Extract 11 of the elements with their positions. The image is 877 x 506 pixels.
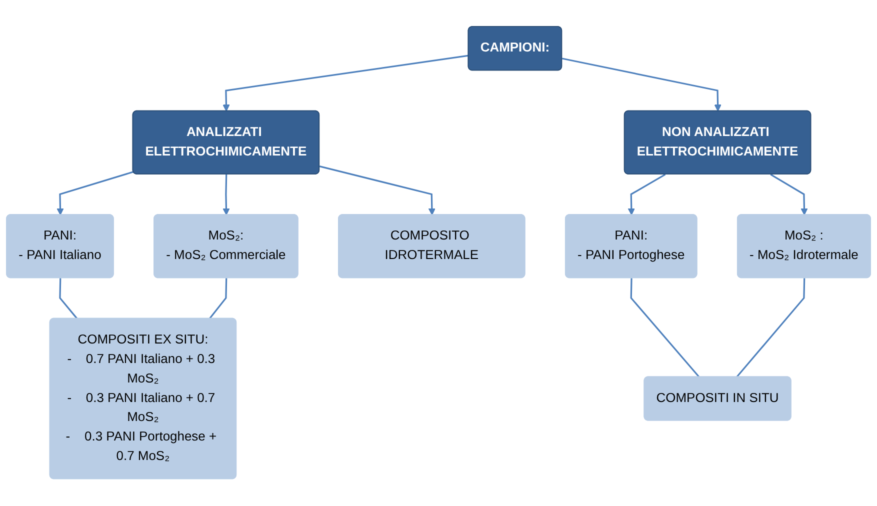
arrow xyxy=(222,55,469,112)
arrow xyxy=(628,174,666,216)
arrow xyxy=(222,174,230,216)
arrow xyxy=(319,166,436,216)
arrow xyxy=(770,174,808,216)
arrow xyxy=(56,171,134,216)
connector xyxy=(208,278,228,320)
connector xyxy=(630,278,700,378)
arrow xyxy=(562,58,722,112)
connector xyxy=(59,278,78,320)
connector xyxy=(736,278,806,378)
